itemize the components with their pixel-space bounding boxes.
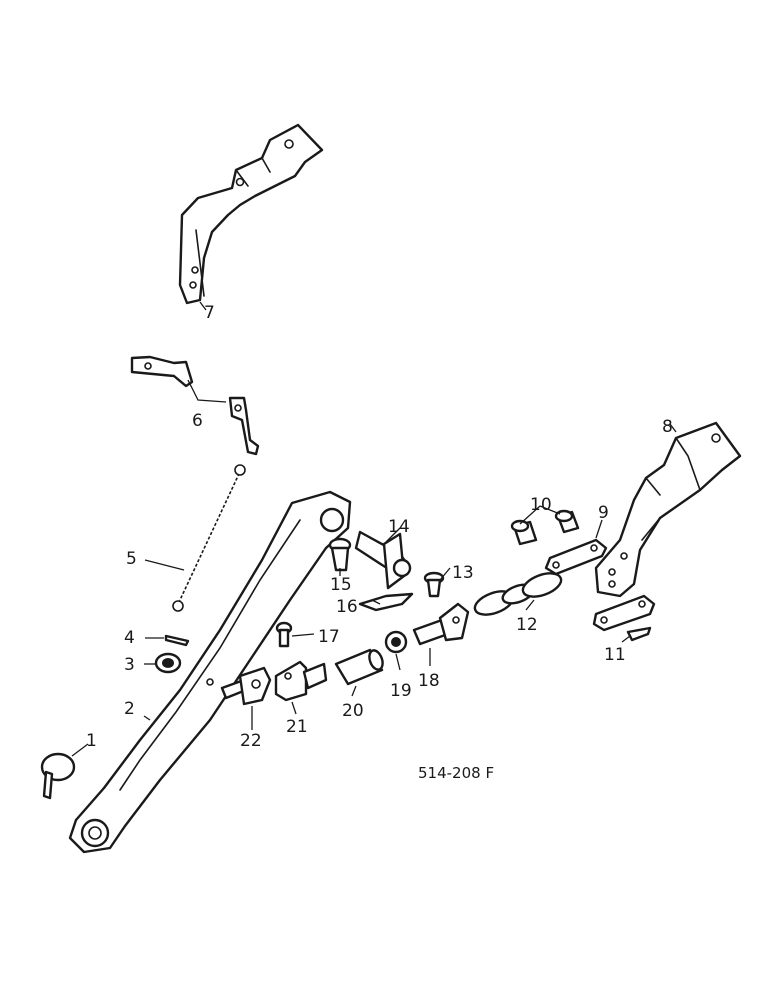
part-6-plates (130, 355, 260, 456)
part-1-lynch-pin (40, 752, 76, 800)
callout-12: 12 (516, 615, 538, 635)
part-21-clevis (274, 660, 328, 702)
callout-3: 3 (124, 655, 135, 675)
part-10-bolts (510, 509, 580, 546)
callout-21: 21 (286, 717, 308, 737)
part-15-pin (328, 537, 352, 572)
part-2-lower-link (68, 490, 352, 854)
part-11-pin (626, 626, 652, 642)
callout-13: 13 (452, 563, 474, 583)
callout-19: 19 (390, 681, 412, 701)
leader-lines (71, 301, 677, 757)
callout-11: 11 (604, 645, 626, 665)
callout-8: 8 (662, 417, 673, 437)
part-19-nut (384, 630, 408, 654)
part-4-pin (164, 634, 190, 647)
part-20-sleeve (334, 648, 384, 686)
part-8-bracket (594, 421, 742, 598)
callout-18: 18 (418, 671, 440, 691)
callout-7: 7 (204, 303, 215, 323)
part-17-pin (275, 621, 293, 648)
part-12-chain (473, 572, 563, 616)
callout-9: 9 (598, 503, 609, 523)
part-13-pin (423, 571, 445, 598)
part-5-spring (172, 464, 246, 612)
callout-15: 15 (330, 575, 352, 595)
callout-16: 16 (336, 597, 358, 617)
figure-reference: 514-208 F (418, 764, 494, 782)
callout-2: 2 (124, 699, 135, 719)
callout-5: 5 (126, 549, 137, 569)
part-22-eye-bolt (220, 666, 272, 706)
callout-4: 4 (124, 628, 135, 648)
callout-20: 20 (342, 701, 364, 721)
callout-17: 17 (318, 627, 340, 647)
part-3-washer (154, 652, 182, 674)
part-9-plates (544, 538, 656, 632)
part-14-pin (354, 530, 412, 590)
part-18-clevis (412, 602, 470, 646)
part-7-bracket (178, 123, 324, 305)
callout-22: 22 (240, 731, 262, 751)
callout-1: 1 (86, 731, 97, 751)
part-16-clip (358, 592, 414, 612)
callout-6: 6 (192, 411, 203, 431)
callout-14: 14 (388, 517, 410, 537)
callout-10: 10 (530, 495, 552, 515)
